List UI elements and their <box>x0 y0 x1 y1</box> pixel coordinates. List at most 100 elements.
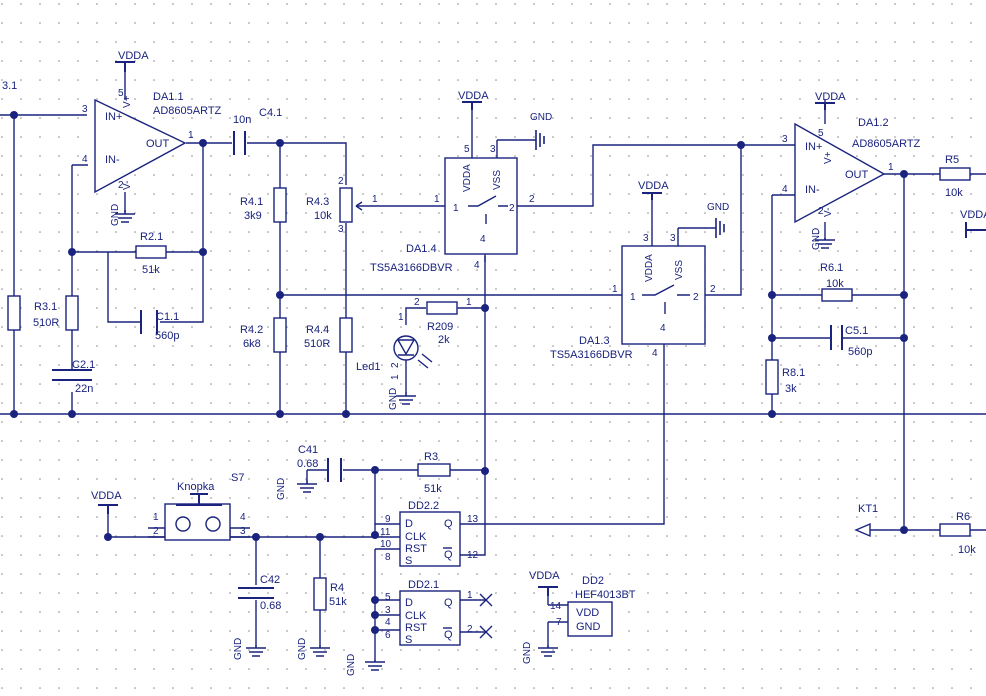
capacitor-c2-1: C2.1 22n <box>52 359 95 395</box>
capacitor-c42: C42 0.68 <box>238 574 281 612</box>
svg-text:4: 4 <box>660 323 666 334</box>
svg-text:7: 7 <box>556 617 562 628</box>
svg-text:3k9: 3k9 <box>244 210 262 222</box>
svg-text:HEF4013BT: HEF4013BT <box>575 589 636 601</box>
svg-text:GND: GND <box>388 388 399 410</box>
svg-text:C4.1: C4.1 <box>259 107 282 119</box>
svg-text:R209: R209 <box>427 321 453 333</box>
svg-text:V+: V+ <box>122 95 133 108</box>
svg-text:Led1: Led1 <box>356 361 380 373</box>
svg-text:C5.1: C5.1 <box>845 325 868 337</box>
svg-text:OUT: OUT <box>845 169 869 181</box>
svg-text:1: 1 <box>188 130 194 141</box>
resistor-r6-1: R6.1 10k <box>820 262 853 302</box>
svg-text:S: S <box>405 634 412 646</box>
svg-text:13: 13 <box>467 514 479 525</box>
svg-text:R3: R3 <box>424 451 438 463</box>
svg-text:KT1: KT1 <box>858 503 878 515</box>
svg-text:IN+: IN+ <box>105 111 122 123</box>
svg-text:4: 4 <box>240 512 246 523</box>
switch-da1-4-part: TS5A3166DBVR <box>370 262 453 274</box>
resistor-r4: R4 51k <box>313 577 347 611</box>
svg-text:10k: 10k <box>826 278 844 290</box>
svg-text:1: 1 <box>453 203 459 214</box>
svg-text:VSS: VSS <box>674 260 685 280</box>
svg-text:DD2: DD2 <box>582 575 604 587</box>
junction-dots <box>10 111 908 634</box>
resistor-r3-1: R3.1 510R <box>7 295 79 331</box>
svg-text:1: 1 <box>467 590 473 601</box>
svg-text:10k: 10k <box>945 187 963 199</box>
svg-text:R5: R5 <box>945 154 959 166</box>
svg-text:2: 2 <box>467 624 473 635</box>
resistor-r2-1: R2.1 51k <box>135 231 167 276</box>
svg-text:C41: C41 <box>298 444 318 456</box>
svg-text:C2.1: C2.1 <box>72 359 95 371</box>
svg-text:IN-: IN- <box>105 154 120 166</box>
svg-text:GND: GND <box>276 478 287 500</box>
ic-dd2-power: VDD GND 14 7 DD2 HEF4013BT <box>550 575 636 637</box>
svg-text:5: 5 <box>818 128 824 139</box>
resistor-r5: R5 10k <box>939 154 971 199</box>
svg-text:3: 3 <box>782 134 788 145</box>
svg-text:R8.1: R8.1 <box>782 367 805 379</box>
svg-text:3: 3 <box>82 104 88 115</box>
resistor-r6: R6 10k <box>939 511 976 556</box>
svg-text:0.68: 0.68 <box>297 458 318 470</box>
svg-text:R4: R4 <box>330 582 344 594</box>
switch-da1-3-ref: DA1.3 <box>579 335 610 347</box>
svg-text:51k: 51k <box>142 264 160 276</box>
svg-text:2: 2 <box>153 526 159 537</box>
svg-text:2: 2 <box>414 297 420 308</box>
svg-text:1: 1 <box>372 194 378 205</box>
svg-text:0.68: 0.68 <box>260 600 281 612</box>
svg-text:V-: V- <box>823 208 834 217</box>
svg-text:4: 4 <box>782 184 788 195</box>
svg-text:GND: GND <box>707 202 729 213</box>
svg-text:2: 2 <box>509 203 515 214</box>
svg-text:GND: GND <box>297 638 308 660</box>
svg-text:12: 12 <box>467 550 479 561</box>
vdda-label: VDDA <box>638 180 669 192</box>
opamp-da1-2-part: AD8605ARTZ <box>852 138 921 150</box>
svg-text:VDDA: VDDA <box>462 164 473 192</box>
svg-text:R2.1: R2.1 <box>140 231 163 243</box>
svg-text:1: 1 <box>630 292 636 303</box>
svg-text:10n: 10n <box>233 114 251 126</box>
svg-text:4: 4 <box>474 260 480 271</box>
svg-text:VSS: VSS <box>492 170 503 190</box>
svg-text:2: 2 <box>390 362 401 368</box>
svg-text:RST: RST <box>405 622 427 634</box>
svg-text:C42: C42 <box>260 574 280 586</box>
svg-text:3: 3 <box>338 224 344 235</box>
svg-text:GND: GND <box>110 204 121 226</box>
vdda-label: VDDA <box>118 50 149 62</box>
svg-text:CLK: CLK <box>405 531 427 543</box>
svg-text:4: 4 <box>385 617 391 628</box>
svg-text:1: 1 <box>612 284 618 295</box>
svg-text:3k: 3k <box>785 383 797 395</box>
svg-text:D: D <box>405 518 413 530</box>
switch-da1-3-part: TS5A3166DBVR <box>550 349 633 361</box>
svg-text:9: 9 <box>385 514 391 525</box>
svg-text:Q: Q <box>444 597 453 609</box>
svg-text:1: 1 <box>390 374 401 380</box>
flipflop-dd2-2: D CLK RST S Q Q 9 11 10 8 13 12 DD2.2 <box>380 500 479 567</box>
opamp-da1-1-part: AD8605ARTZ <box>153 105 222 117</box>
svg-text:1: 1 <box>434 194 440 205</box>
capacitor-c1-1: C1.1 560p <box>140 310 179 342</box>
svg-text:R4.3: R4.3 <box>306 196 329 208</box>
svg-text:VDDA: VDDA <box>644 254 655 282</box>
switch-da1-4-ref: DA1.4 <box>406 243 437 255</box>
svg-text:3: 3 <box>643 233 649 244</box>
svg-text:22n: 22n <box>75 383 93 395</box>
svg-text:R4.1: R4.1 <box>240 196 263 208</box>
svg-text:510R: 510R <box>304 338 330 350</box>
opamp-da1-2-body <box>794 122 886 224</box>
button-s7: 1 2 4 3 Knopka S7 <box>148 472 250 541</box>
svg-text:51k: 51k <box>424 483 442 495</box>
svg-text:51k: 51k <box>329 596 347 608</box>
opamp-da1-2-ref: DA1.2 <box>858 117 889 129</box>
svg-text:V+: V+ <box>823 151 834 164</box>
